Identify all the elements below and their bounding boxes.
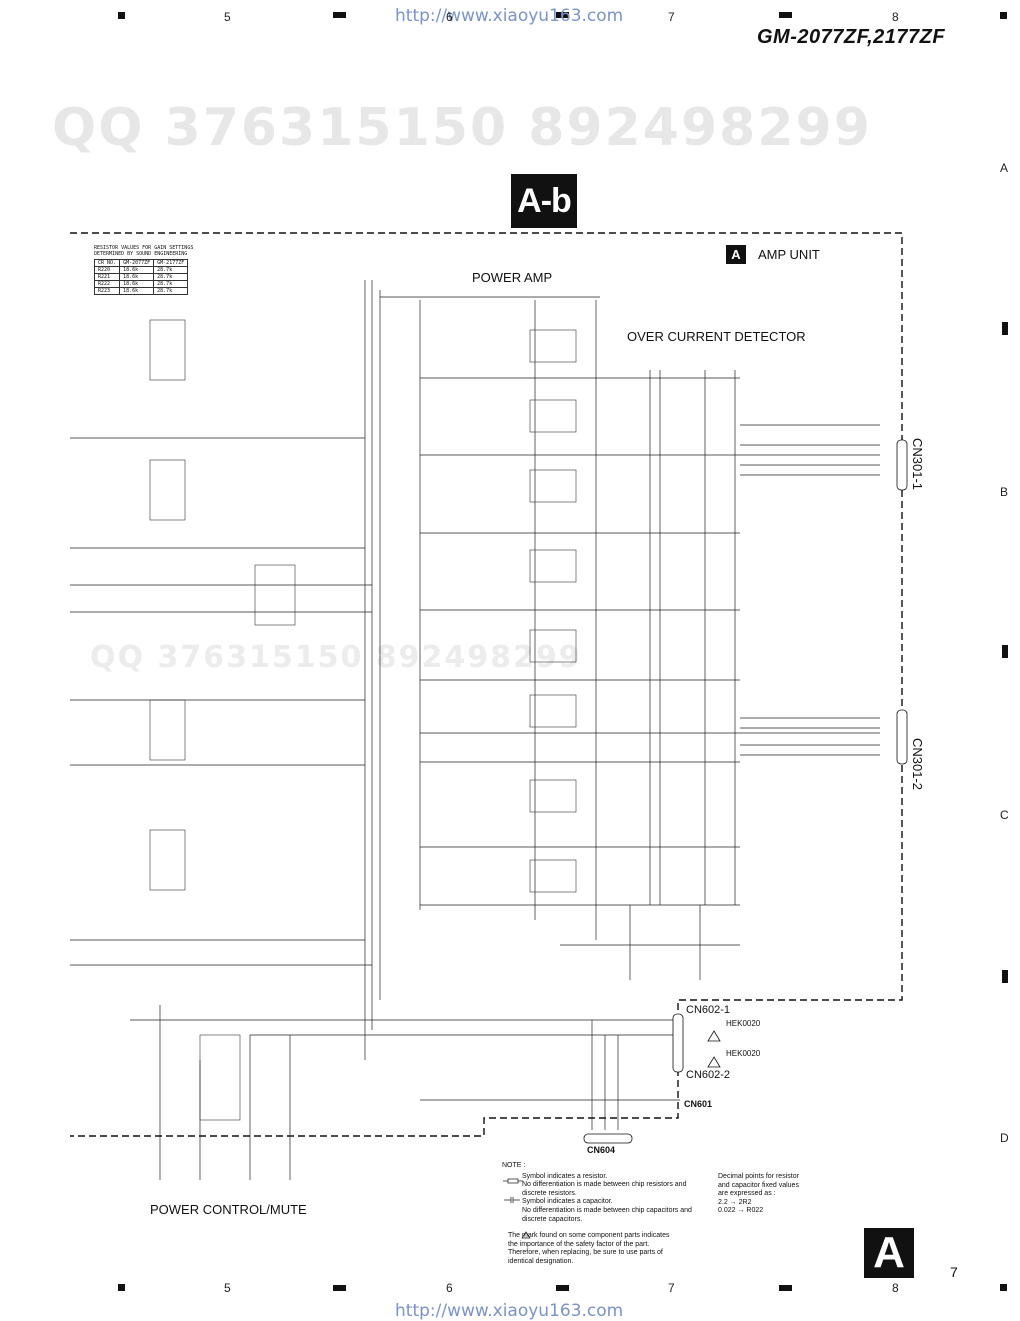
table-cell: 18.6k — [119, 280, 155, 288]
column-number: 8 — [892, 10, 899, 24]
component-blocks — [149, 319, 577, 1121]
model-number: GM-2077ZF,2177ZF — [757, 26, 946, 48]
registration-mark — [333, 12, 346, 18]
section-label-over-current: OVER CURRENT DETECTOR — [627, 329, 806, 344]
row-letter: C — [1000, 808, 1009, 822]
table-cell: 28.7k — [153, 287, 189, 295]
fuse-label-hek-1: HEK0020 — [726, 1019, 761, 1028]
table-row: R221 18.6k 28.7k — [93, 273, 189, 281]
connector-label-cn301-1: CN301-1 — [910, 438, 925, 491]
registration-mark — [1000, 12, 1007, 19]
note-symbols — [503, 1178, 531, 1239]
table-cell: 18.6k — [119, 266, 155, 274]
safety-mark-icon — [707, 1030, 721, 1068]
gain-table: CR NO. GM-2077ZF GM-2177ZF R220 18.6k 28… — [93, 259, 189, 295]
table-cell: 18.6k — [119, 287, 155, 295]
note-line: discrete resistors. — [522, 1189, 577, 1197]
page-number: 7 — [950, 1264, 958, 1280]
registration-mark — [1002, 322, 1008, 335]
table-header: GM-2177ZF — [153, 259, 189, 267]
note-line: Decimal points for resistor — [718, 1173, 799, 1180]
column-number: 5 — [224, 1281, 231, 1295]
column-number: 8 — [892, 1281, 899, 1295]
note-capacitor: Symbol indicates a capacitor. No differe… — [502, 1198, 712, 1224]
table-cell: R221 — [93, 273, 121, 281]
notes-decimal: Decimal points for resistor and capacito… — [718, 1173, 828, 1216]
connector-label-cn602-2: CN602-2 — [686, 1069, 731, 1081]
registration-mark — [1002, 645, 1008, 658]
table-cell: R222 — [93, 280, 121, 288]
registration-mark — [333, 1285, 346, 1291]
registration-mark — [1002, 970, 1008, 983]
note-resistor: Symbol indicates a resistor. No differen… — [502, 1173, 712, 1199]
note-line: No differentiation is made between chip … — [522, 1181, 687, 1189]
note-line: The mark found on some component parts i… — [508, 1232, 670, 1240]
registration-mark — [779, 12, 792, 18]
unit-badge: A — [726, 245, 746, 264]
source-url-bottom[interactable]: http://www.xiaoyu163.com — [395, 1301, 624, 1321]
table-row: R223 18.6k 28.7k — [93, 287, 189, 295]
gain-table-title: RESISTOR VALUES FOR GAIN SETTINGS — [94, 245, 194, 251]
table-row: R222 18.6k 28.7k — [93, 280, 189, 288]
note-heading: NOTE : — [502, 1162, 526, 1169]
note-line: are expressed as : — [718, 1190, 776, 1198]
column-number: 7 — [668, 10, 675, 24]
table-header: CR NO. — [93, 259, 121, 267]
table-cell: 28.7k — [153, 280, 189, 288]
note-line: 0.022 → R022 — [718, 1207, 764, 1215]
column-number: 6 — [446, 10, 453, 24]
connector-label-cn601: CN601 — [684, 1099, 713, 1109]
row-letter: B — [1000, 485, 1009, 499]
section-label-power-amp: POWER AMP — [472, 270, 553, 285]
schematic-borders — [70, 232, 903, 1137]
table-cell: R220 — [93, 266, 121, 274]
table-header: GM-2077ZF — [119, 259, 155, 267]
note-line: the importance of the safety factor of t… — [508, 1240, 650, 1248]
row-letter: A — [1000, 161, 1009, 175]
row-letter: D — [1000, 1131, 1009, 1145]
note-line: Symbol indicates a capacitor. — [522, 1198, 613, 1206]
column-number: 7 — [668, 1281, 675, 1295]
note-line: Symbol indicates a resistor. — [522, 1172, 608, 1180]
source-url-top[interactable]: http://www.xiaoyu163.com — [395, 6, 624, 26]
connector-label-cn301-2: CN301-2 — [910, 738, 925, 791]
watermark-qq-top: QQ 376315150 892498299 — [52, 98, 872, 158]
gain-settings-block: RESISTOR VALUES FOR GAIN SETTINGS DETERM… — [93, 245, 194, 295]
registration-mark — [556, 12, 569, 18]
registration-mark — [556, 1285, 569, 1291]
connector-label-cn604: CN604 — [587, 1145, 616, 1155]
registration-mark — [1000, 1284, 1007, 1291]
table-row: R220 18.6k 28.7k — [93, 266, 189, 274]
table-row: CR NO. GM-2077ZF GM-2177ZF — [93, 259, 189, 267]
table-cell: 28.7k — [153, 266, 189, 274]
connector-bodies — [583, 439, 908, 1144]
note-line: Therefore, when replacing, be sure to us… — [508, 1249, 663, 1257]
note-line: No differentiation is made between chip … — [522, 1206, 692, 1214]
table-cell: R223 — [93, 287, 121, 295]
column-number: 6 — [446, 1281, 453, 1295]
note-line: discrete capacitors. — [522, 1215, 583, 1223]
note-line: and capacitor fixed values — [718, 1181, 799, 1189]
gain-table-subtitle: DETERMINED BY SOUND ENGINEERING — [94, 251, 188, 257]
registration-mark — [118, 12, 125, 19]
note-safety: The mark found on some component parts i… — [502, 1232, 712, 1266]
column-number: 5 — [224, 10, 231, 24]
sheet-code-badge: A-b — [511, 174, 577, 228]
unit-letter-badge: A — [864, 1228, 914, 1278]
notes-block: NOTE : Symbol indicates a resistor. No d… — [502, 1162, 712, 1267]
schematic-wires — [70, 280, 880, 1180]
registration-mark — [118, 1284, 125, 1291]
table-cell: 18.6k — [119, 273, 155, 281]
note-line: identical designation. — [508, 1257, 574, 1265]
registration-mark — [779, 1285, 792, 1291]
connector-label-cn602-1: CN602-1 — [686, 1004, 731, 1016]
table-cell: 28.7k — [153, 273, 189, 281]
unit-title: AMP UNIT — [758, 247, 820, 262]
section-label-power-control: POWER CONTROL/MUTE — [150, 1202, 307, 1217]
fuse-label-hek-2: HEK0020 — [726, 1049, 761, 1058]
watermark-qq-middle: QQ 376315150 892498299 — [90, 640, 582, 675]
note-line: 2.2 → 2R2 — [718, 1198, 752, 1206]
